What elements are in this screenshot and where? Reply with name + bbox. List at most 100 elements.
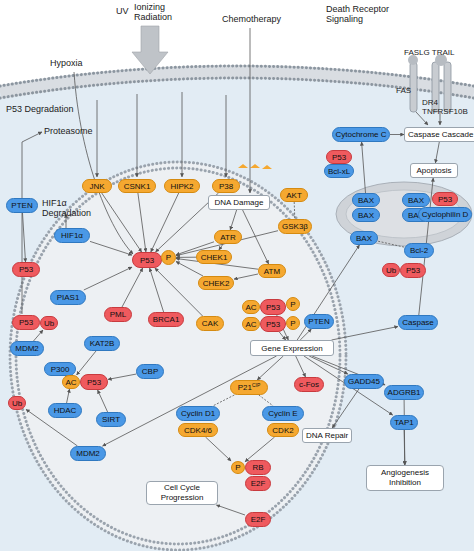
pathway-connector — [362, 142, 366, 193]
protein-node: Bcl-2 — [404, 243, 434, 258]
node-label: Apoptosis — [416, 166, 451, 175]
pathway-connector — [84, 267, 132, 290]
process-box: Apoptosis — [410, 163, 458, 178]
annotation-label: DR4 TNFRSF10B — [422, 98, 474, 116]
node-label: P53 — [19, 265, 33, 274]
node-label: AC — [65, 378, 76, 387]
pathway-connector — [390, 134, 404, 135]
protein-node: TAP1 — [390, 415, 418, 430]
pathway-connector — [138, 193, 146, 252]
signal-line — [250, 28, 251, 193]
kinase-node: ATR — [214, 230, 242, 244]
process-box: Caspase Cascade — [404, 127, 474, 142]
annotation-label: HIF1α Degradation — [42, 198, 98, 218]
kinase-node: CAK — [196, 316, 224, 331]
pathway-connector — [108, 374, 136, 379]
kinase-node: ATM — [258, 264, 286, 278]
pathway-connector — [257, 356, 283, 380]
annotation-label: Ionizing Radiation — [134, 2, 194, 22]
node-label: DNA Repair — [306, 431, 348, 440]
pathway-connector — [296, 356, 306, 377]
node-label: CAK — [202, 319, 218, 328]
node-label: AC — [245, 320, 256, 329]
node-label: CHEK1 — [201, 253, 228, 262]
node-label: KAT2B — [90, 339, 115, 348]
protein-node: BAX — [402, 193, 430, 207]
pathway-connector — [435, 142, 439, 163]
protein-node: GADD45 — [344, 374, 384, 389]
p53-node: P53 — [260, 316, 286, 332]
cytoplasm — [0, 72, 474, 551]
node-label: BAX — [408, 196, 424, 205]
node-label: P53 — [140, 256, 154, 265]
protein-node: CBP — [136, 364, 164, 379]
pathway-connector — [230, 210, 236, 230]
node-label: PML — [110, 310, 126, 319]
pathway-connector — [176, 262, 203, 277]
pathway-connector — [332, 389, 359, 428]
protein-node: KAT2B — [84, 336, 120, 351]
node-label: PTEN — [308, 317, 329, 326]
p53-node: P53 — [80, 374, 108, 390]
node-label: P53 — [332, 153, 346, 162]
node-label: GADD45 — [348, 377, 380, 386]
p53-node: P53 — [432, 192, 458, 206]
node-label: BAX — [358, 211, 374, 220]
node-label: P53 — [406, 266, 420, 275]
pathway-connector — [102, 193, 142, 252]
p53-node: P53 — [400, 263, 426, 278]
pathway-connector — [234, 274, 258, 279]
node-label: P — [290, 319, 295, 328]
node-label: BRCA1 — [153, 315, 180, 324]
membrane-heads — [0, 66, 474, 86]
node-label: Angiogenesis Inhibition — [370, 468, 440, 488]
annotation-label: Death Receptor Signaling — [326, 4, 406, 24]
node-label: PIAS1 — [57, 293, 80, 302]
node-label: Cyclophilin D — [422, 210, 469, 219]
annotation-label: FAS — [396, 86, 420, 95]
node-label: P — [290, 300, 295, 309]
kinase-node: CHEK2 — [198, 276, 234, 290]
node-label: AKT — [286, 191, 302, 200]
kinase-node: GSK3β — [278, 219, 312, 234]
node-label: Cyclin D1 — [181, 409, 215, 418]
process-box: DNA Repair — [302, 428, 352, 443]
node-label: Gene Expression — [261, 344, 322, 353]
process-box: Gene Expression — [250, 340, 334, 356]
p53-node: P53 — [260, 299, 286, 315]
nucleus-inner-membrane — [16, 168, 340, 544]
node-label: Cell Cycle Progression — [150, 483, 214, 503]
node-label: Caspase Cascade — [408, 130, 473, 139]
protein-node: PIAS1 — [50, 290, 86, 305]
node-label: CBP — [142, 367, 158, 376]
kinase-node: AKT — [280, 188, 308, 202]
kinase-node: CSNK1 — [118, 179, 156, 193]
pathway-connector — [122, 268, 143, 307]
node-label: HDAC — [54, 406, 77, 415]
node-label: P53 — [19, 318, 33, 327]
node-label: P300 — [51, 365, 70, 374]
kinase-node: AC — [62, 375, 80, 389]
phospho-mark: P — [286, 316, 300, 330]
pathway-connector — [294, 202, 296, 219]
protein-node: HIF1α — [54, 228, 90, 243]
annotation-label: UV — [116, 6, 136, 16]
pathway-connector — [404, 400, 406, 465]
node-label: ATR — [220, 233, 235, 242]
node-label: P38 — [219, 182, 233, 191]
protein-node: MDM2 — [70, 446, 106, 461]
membrane-heads — [0, 78, 474, 98]
protein-node: Cyclin E — [262, 406, 304, 421]
signal-line — [137, 94, 138, 177]
kinase-node: CDK4/6 — [178, 423, 218, 437]
node-label: Ub — [386, 266, 396, 275]
node-label: c-Fos — [299, 380, 319, 389]
annotation-label: Hypoxia — [50, 58, 100, 68]
pathway-connector — [378, 241, 404, 247]
p53-node: P53 — [12, 262, 40, 277]
node-label: P53 — [87, 378, 101, 387]
protein-node: BAX — [352, 193, 380, 207]
pathway-connector — [332, 327, 399, 341]
node-label: ADGRB1 — [388, 388, 421, 397]
